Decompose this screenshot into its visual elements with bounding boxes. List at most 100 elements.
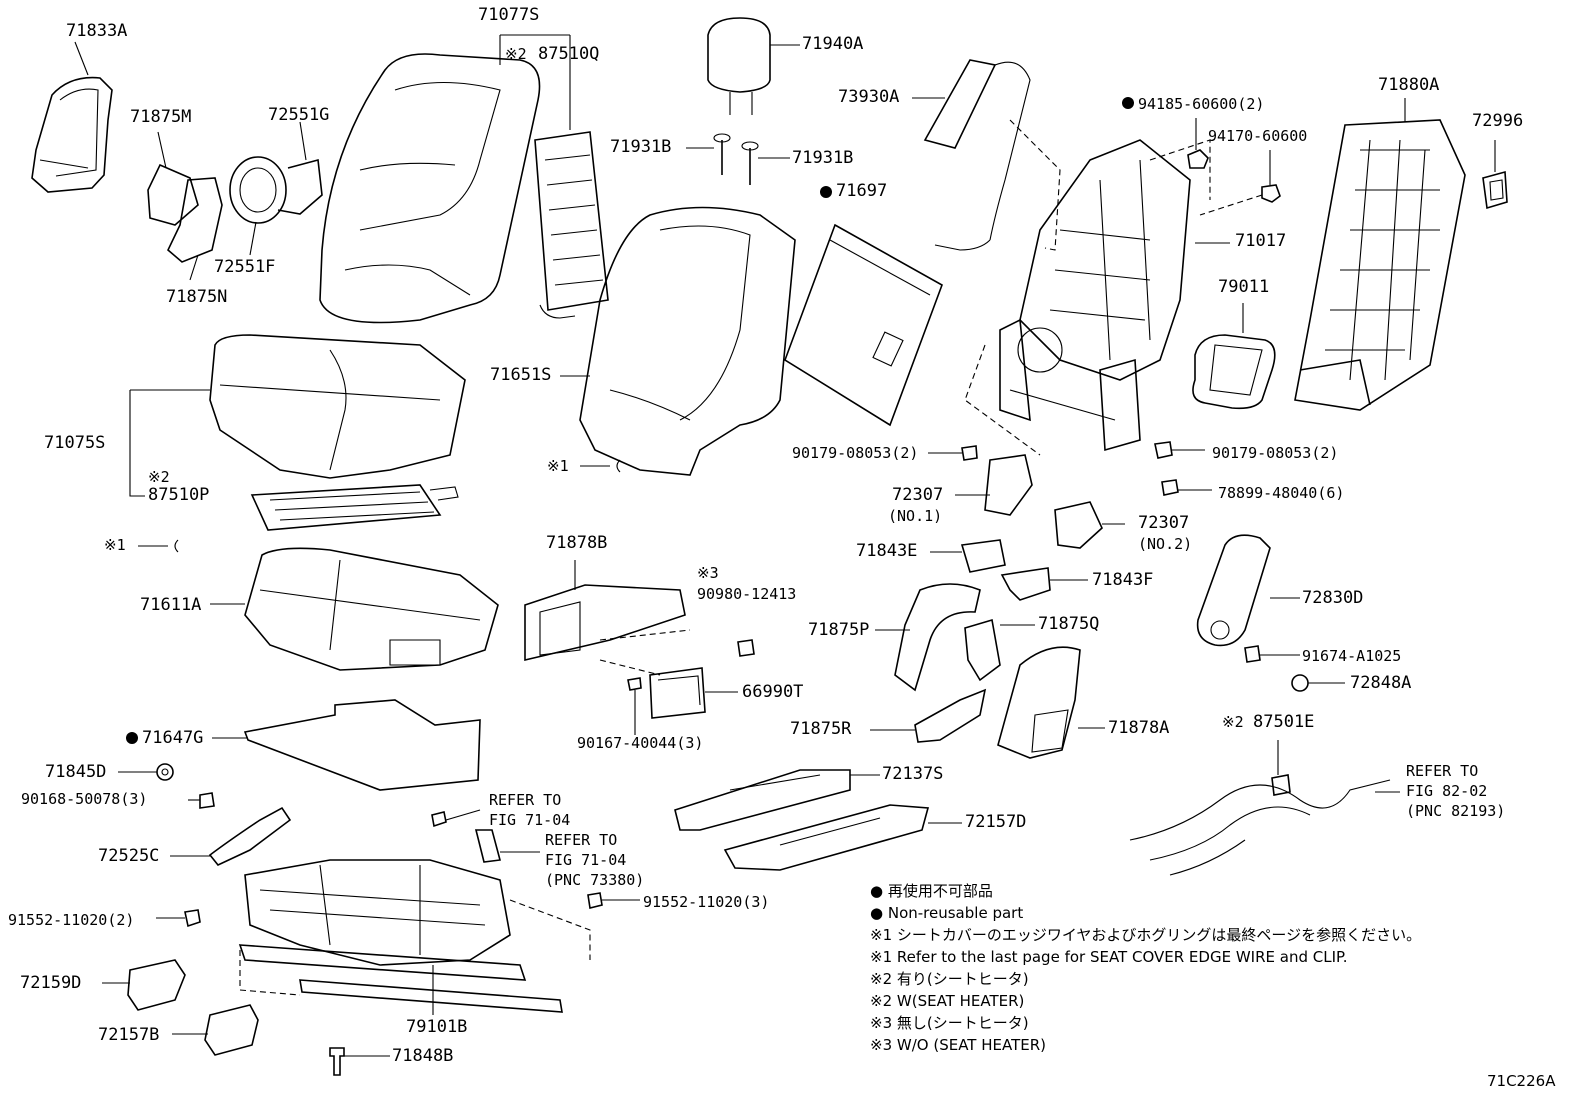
note-2-mid: ※2 bbox=[148, 468, 170, 486]
part-71940A-drawing bbox=[686, 17, 800, 185]
part-79011-drawing bbox=[1192, 303, 1276, 410]
label-72157B: 72157B bbox=[98, 1025, 160, 1045]
figure-code: 71C226A bbox=[1487, 1072, 1556, 1090]
label-72307-no1: 72307 bbox=[892, 485, 944, 505]
note-1-left: ※1 bbox=[104, 536, 126, 554]
legend-line-3: ※1 シートカバーのエッジワイヤおよびホグリングは最終ページを参照ください。 bbox=[870, 926, 1422, 944]
label-71875P: 71875P bbox=[808, 620, 870, 640]
part-71075S-drawing bbox=[129, 334, 466, 497]
part-71875M-71875N-drawing bbox=[147, 131, 223, 281]
part-72307-drawing bbox=[928, 441, 1212, 549]
label-90179-08053-left: 90179-08053(2) bbox=[792, 444, 919, 462]
label-71077S: 71077S bbox=[478, 5, 540, 25]
label-71875R: 71875R bbox=[790, 719, 852, 739]
label-71845D: 71845D bbox=[45, 762, 107, 782]
label-72157D: 72157D bbox=[965, 812, 1027, 832]
label-72159D: 72159D bbox=[20, 973, 82, 993]
label-refer-1b: FIG 71-04 bbox=[489, 811, 571, 829]
legend-line-8: ※3 W/O (SEAT HEATER) bbox=[870, 1036, 1046, 1054]
non-reusable-marks bbox=[126, 97, 1134, 744]
label-refer-2a: REFER TO bbox=[545, 831, 618, 849]
label-87501E: 87501E bbox=[1253, 712, 1315, 732]
label-72307-no1-suffix: (NO.1) bbox=[888, 507, 943, 525]
label-71017: 71017 bbox=[1235, 231, 1287, 251]
legend-line-1: ● 再使用不可部品 bbox=[870, 882, 993, 900]
label-71848B: 71848B bbox=[392, 1046, 454, 1066]
legend-line-4: ※1 Refer to the last page for SEAT COVER… bbox=[870, 948, 1348, 966]
label-72551F: 72551F bbox=[214, 257, 276, 277]
label-refer-3a: REFER TO bbox=[1406, 762, 1479, 780]
part-71651S-drawing bbox=[560, 206, 796, 476]
part-71697-drawing bbox=[784, 223, 943, 427]
part-73930A-drawing bbox=[912, 59, 1061, 251]
note-1-center: ※1 bbox=[547, 457, 569, 475]
label-71931B-right: 71931B bbox=[792, 148, 854, 168]
note-3: ※3 bbox=[697, 564, 719, 582]
label-71878B: 71878B bbox=[546, 533, 608, 553]
part-71611A-drawing bbox=[210, 547, 499, 671]
part-71878B-drawing bbox=[524, 560, 755, 735]
part-72551F-72551G-drawing bbox=[229, 121, 323, 256]
part-71647G-drawing bbox=[212, 699, 481, 791]
label-71651S: 71651S bbox=[490, 365, 552, 385]
legend: ● 再使用不可部品 ● Non-reusable part ※1 シートカバーの… bbox=[870, 880, 1421, 1056]
label-90168-50078: 90168-50078(3) bbox=[21, 790, 148, 808]
label-71875M: 71875M bbox=[130, 107, 192, 127]
label-refer-2b: FIG 71-04 bbox=[545, 851, 627, 869]
label-72551G: 72551G bbox=[268, 105, 330, 125]
label-90980-12413: 90980-12413 bbox=[697, 585, 797, 603]
label-71940A: 71940A bbox=[802, 34, 864, 54]
label-71875Q: 71875Q bbox=[1038, 614, 1100, 634]
part-87501E-drawing bbox=[1129, 740, 1400, 876]
label-71878A: 71878A bbox=[1108, 718, 1170, 738]
label-79101B: 79101B bbox=[406, 1017, 468, 1037]
label-refer-1a: REFER TO bbox=[489, 791, 562, 809]
note-2-top: ※2 bbox=[505, 45, 527, 63]
label-66990T: 66990T bbox=[742, 682, 804, 702]
label-73930A: 73930A bbox=[838, 87, 900, 107]
label-79011: 79011 bbox=[1218, 277, 1270, 297]
part-72830D-drawing bbox=[1196, 534, 1345, 692]
part-72996-drawing bbox=[1482, 140, 1508, 210]
label-71931B-left: 71931B bbox=[610, 137, 672, 157]
label-71875N: 71875N bbox=[166, 287, 228, 307]
part-94185-94170-drawing bbox=[1187, 118, 1281, 216]
label-87510P: 87510P bbox=[148, 485, 210, 505]
part-72137S-72157D-drawing bbox=[674, 769, 962, 871]
label-71843E: 71843E bbox=[856, 541, 918, 561]
part-79101B-drawing bbox=[238, 859, 591, 1015]
legend-line-7: ※3 無し(シートヒータ) bbox=[870, 1014, 1029, 1032]
legend-line-2: ● Non-reusable part bbox=[870, 904, 1024, 922]
part-87510P-drawing bbox=[250, 484, 459, 531]
label-91674-A1025: 91674-A1025 bbox=[1302, 647, 1402, 665]
label-94170-60600: 94170-60600 bbox=[1208, 127, 1308, 145]
part-71880A-drawing bbox=[1294, 98, 1466, 411]
legend-line-6: ※2 W(SEAT HEATER) bbox=[870, 992, 1025, 1010]
label-72996: 72996 bbox=[1472, 111, 1524, 131]
label-90167-40044: 90167-40044(3) bbox=[577, 734, 704, 752]
label-72830D: 72830D bbox=[1302, 588, 1364, 608]
label-78899-48040: 78899-48040(6) bbox=[1218, 484, 1345, 502]
label-71843F: 71843F bbox=[1092, 570, 1154, 590]
label-91552-11020-left: 91552-11020(2) bbox=[8, 911, 135, 929]
label-72137S: 72137S bbox=[882, 764, 944, 784]
label-71697: 71697 bbox=[836, 181, 888, 201]
legend-line-5: ※2 有り(シートヒータ) bbox=[870, 970, 1029, 988]
label-94185-60600: 94185-60600(2) bbox=[1138, 95, 1265, 113]
label-71611A: 71611A bbox=[140, 595, 202, 615]
part-bolts-drawing bbox=[156, 809, 640, 1076]
label-72848A: 72848A bbox=[1350, 673, 1412, 693]
label-72525C: 72525C bbox=[98, 846, 160, 866]
part-71017-drawing bbox=[964, 139, 1230, 456]
part-72159D-72157B-drawing bbox=[102, 959, 259, 1056]
part-71833A-drawing bbox=[31, 41, 113, 193]
clip-symbols bbox=[138, 459, 621, 553]
part-71875P-R-Q-71878A-drawing bbox=[870, 539, 1105, 759]
part-71845D-72525C-drawing bbox=[118, 763, 292, 866]
label-72307-no2-suffix: (NO.2) bbox=[1138, 535, 1193, 553]
part-87510Q-drawing bbox=[534, 131, 609, 319]
label-refer-3c: (PNC 82193) bbox=[1406, 802, 1506, 820]
label-71647G: 71647G bbox=[142, 728, 204, 748]
label-87510Q: 87510Q bbox=[538, 44, 600, 64]
